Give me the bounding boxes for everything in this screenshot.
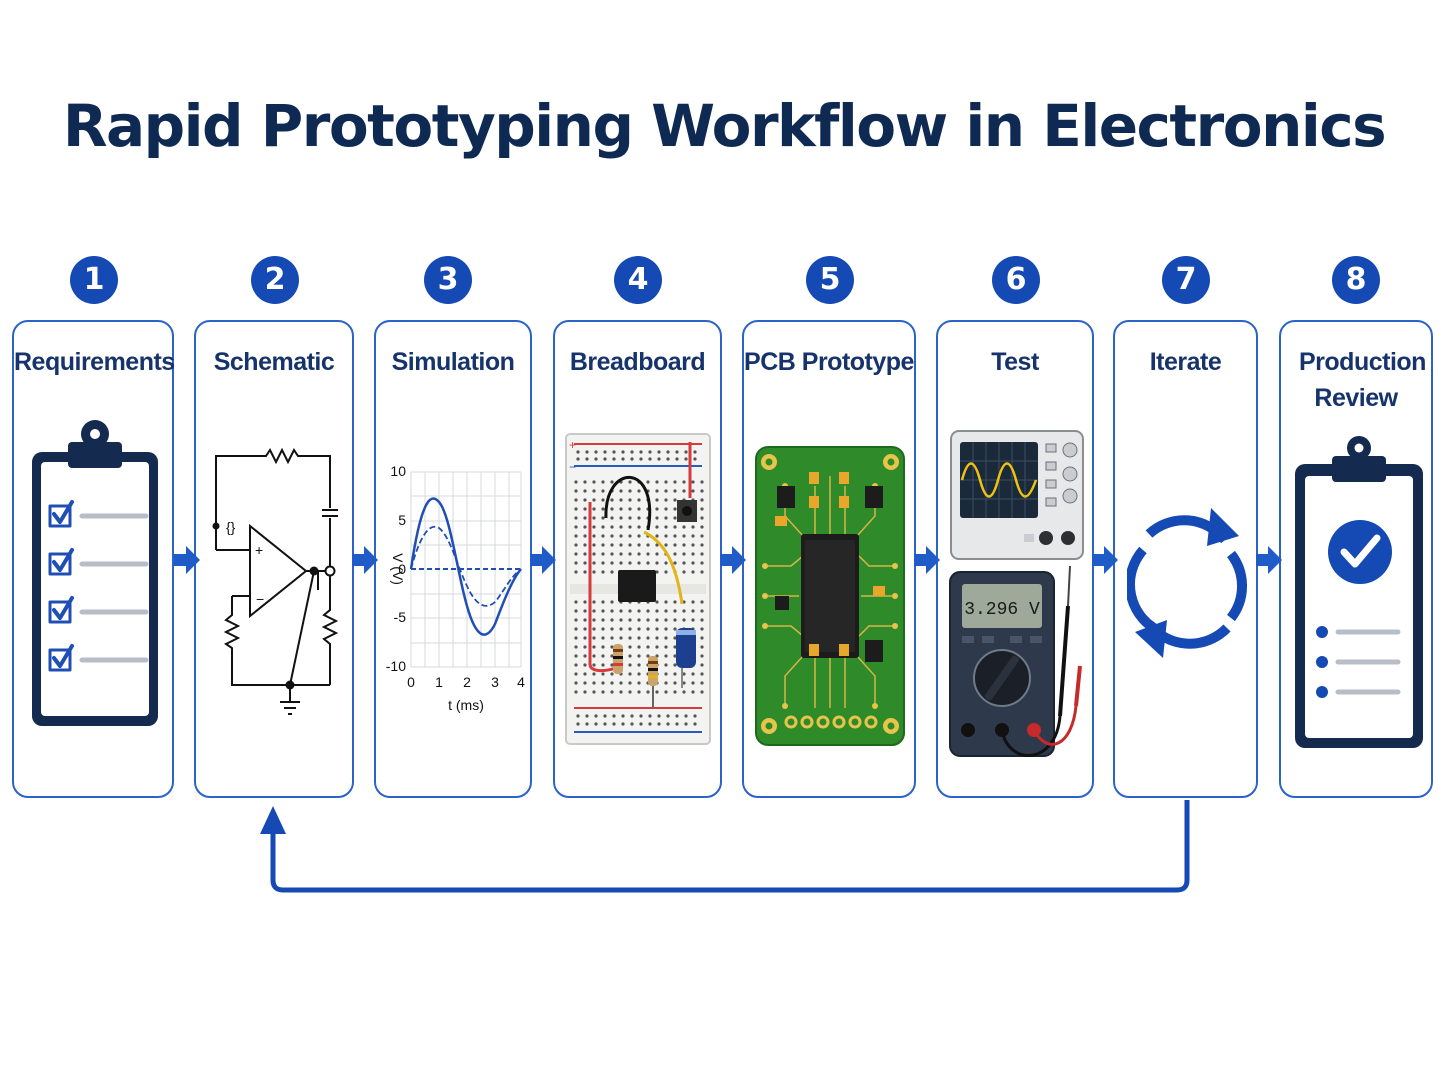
step-4-badge: 4 xyxy=(614,256,662,304)
step-card-pcb-prototype: PCB Prototype xyxy=(742,320,916,798)
step-5-badge: 5 xyxy=(806,256,854,304)
step-label: Breadboard xyxy=(569,348,706,376)
y-tick: -5 xyxy=(394,609,407,625)
step-card-breadboard: Breadboard + − xyxy=(553,320,722,798)
y-axis-label: V (V) xyxy=(390,553,406,585)
step-card-production-review: Production Review xyxy=(1279,320,1433,798)
y-tick: 5 xyxy=(398,512,406,528)
y-tick: -10 xyxy=(386,658,406,674)
step-label: Schematic xyxy=(213,348,335,376)
step-label: PCB Prototype xyxy=(744,348,914,376)
x-tick: 0 xyxy=(407,674,415,690)
multimeter-icon: 3.296 V xyxy=(949,566,1082,757)
step-card-schematic: Schematic + − {} xyxy=(194,320,354,798)
step-2-badge: 2 xyxy=(251,256,299,304)
flow-arrow-icon xyxy=(352,546,378,574)
step-1-badge: 1 xyxy=(70,256,118,304)
waveform-chart: 10 5 0 -5 -10 0 1 2 3 4 t (ms) V (V) xyxy=(386,463,525,713)
x-axis-label: t (ms) xyxy=(448,697,484,713)
step-label: Test xyxy=(991,348,1039,376)
multimeter-reading: 3.296 V xyxy=(964,600,1040,620)
step-label: Iterate xyxy=(1149,348,1222,376)
refresh-cycle-icon xyxy=(1127,508,1247,658)
y-tick: 10 xyxy=(390,463,406,479)
step-7-badge: 7 xyxy=(1162,256,1210,304)
flow-arrow-icon xyxy=(1256,546,1282,574)
y-tick: 0 xyxy=(398,561,406,577)
x-tick: 2 xyxy=(463,674,471,690)
svg-text:−: − xyxy=(569,460,576,474)
flow-arrow-icon xyxy=(914,546,940,574)
step-3-badge: 3 xyxy=(424,256,472,304)
flow-arrow-icon xyxy=(720,546,746,574)
page-title: Rapid Prototyping Workflow in Electronic… xyxy=(62,92,1387,160)
flow-arrow-icon xyxy=(530,546,556,574)
step-label: Requirements xyxy=(14,348,175,376)
step-label: Simulation xyxy=(391,348,515,376)
svg-text:{}: {} xyxy=(226,519,236,535)
flow-arrow-icon xyxy=(174,546,200,574)
pcb-icon xyxy=(755,446,905,746)
approved-clipboard-icon xyxy=(1295,436,1423,748)
svg-text:−: − xyxy=(256,591,264,607)
oscilloscope-icon xyxy=(950,430,1084,560)
svg-text:+: + xyxy=(569,438,576,452)
step-card-requirements: Requirements xyxy=(12,320,175,798)
breadboard-icon: + − xyxy=(565,433,711,745)
x-tick: 1 xyxy=(435,674,443,690)
step-card-test: Test 3.296 V xyxy=(936,320,1094,798)
step-card-iterate: Iterate xyxy=(1113,320,1258,798)
schematic-icon: + − {} xyxy=(212,447,339,715)
checklist-icon xyxy=(32,420,158,726)
svg-text:+: + xyxy=(255,542,263,558)
x-tick: 4 xyxy=(517,674,525,690)
flow-arrow-icon xyxy=(1092,546,1118,574)
step-label: Production Review xyxy=(1299,348,1426,412)
step-6-badge: 6 xyxy=(992,256,1040,304)
x-tick: 3 xyxy=(491,674,499,690)
step-card-simulation: Simulation 10 5 0 -5 -10 0 1 2 3 4 t (ms… xyxy=(374,320,532,798)
step-8-badge: 8 xyxy=(1332,256,1380,304)
